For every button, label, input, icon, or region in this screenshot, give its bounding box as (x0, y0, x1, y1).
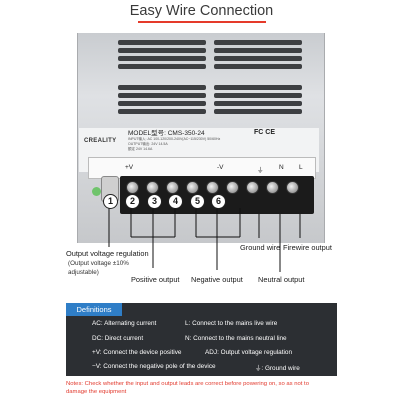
caption-negative-output: Negative output (191, 275, 243, 284)
label-l: L (299, 164, 303, 171)
ground-icon: ⏚ (257, 167, 264, 174)
label-vminus: -V (217, 164, 224, 171)
terminal-number: 6 (211, 194, 226, 209)
caption-output-regulation: Output voltage regulation (66, 249, 149, 258)
screw-terminal (146, 181, 159, 194)
definition-right: ADJ: Output voltage regulation (205, 349, 293, 356)
label-n: N (279, 164, 284, 171)
terminal-number: 3 (147, 194, 162, 209)
vent-bottom-right (214, 85, 302, 121)
output-spec: OUTPUT输出: 24V 14.5A (128, 142, 168, 146)
page-title: Easy Wire Connection (129, 3, 274, 19)
caption-firewire-output: Firewire output (283, 243, 332, 252)
label-vplus: +V (125, 164, 134, 171)
terminal-number: 2 (125, 194, 140, 209)
caption-ground-wire: Ground wire (240, 243, 281, 252)
warning-note: Notes: Check whether the input and outpu… (66, 381, 309, 395)
screw-terminal (126, 181, 139, 194)
screw-terminal (286, 181, 299, 194)
screw-terminal (186, 181, 199, 194)
power-led-icon (92, 187, 101, 196)
caption-output-regulation-note: (Output voltage ±10% adjustable) (68, 260, 129, 276)
input-spec: INPUT输入: AC 100-120/200-240V(AC~115/230V… (128, 137, 221, 141)
caption-neutral-output: Neutral output (258, 275, 305, 284)
screw-terminal (246, 181, 259, 194)
screw-terminal (226, 181, 239, 194)
caption-positive-output: Positive output (131, 275, 180, 284)
vent-bottom-left (118, 85, 206, 121)
title-underline (138, 21, 266, 23)
certification-marks: FC CE (254, 129, 275, 136)
definition-left: AC: Alternating current (92, 320, 157, 327)
model-text: MODEL型号: CMS-350-24 (128, 130, 205, 137)
definition-right: L: Connect to the mains live wire (185, 320, 278, 327)
vent-top-left (118, 40, 206, 76)
rated-spec: 额定 24V 14.6A (128, 147, 153, 151)
definition-left: +V: Connect the device positive (92, 349, 182, 356)
definitions-tab: Definitions (66, 303, 122, 316)
definition-left: DC: Direct current (92, 335, 144, 342)
definition-left: −V: Connect the negative pole of the dev… (92, 363, 216, 370)
definition-right: ⏚: Ground wire (255, 365, 300, 372)
vent-top-right (214, 40, 302, 76)
screw-terminal (266, 181, 279, 194)
brand-logo: CREALITY (84, 138, 117, 144)
screw-terminal (206, 181, 219, 194)
definition-right: N: Connect to the mains neutral line (185, 335, 287, 342)
terminal-number: 5 (190, 194, 205, 209)
terminal-number: 1 (103, 194, 118, 209)
screw-terminal (166, 181, 179, 194)
